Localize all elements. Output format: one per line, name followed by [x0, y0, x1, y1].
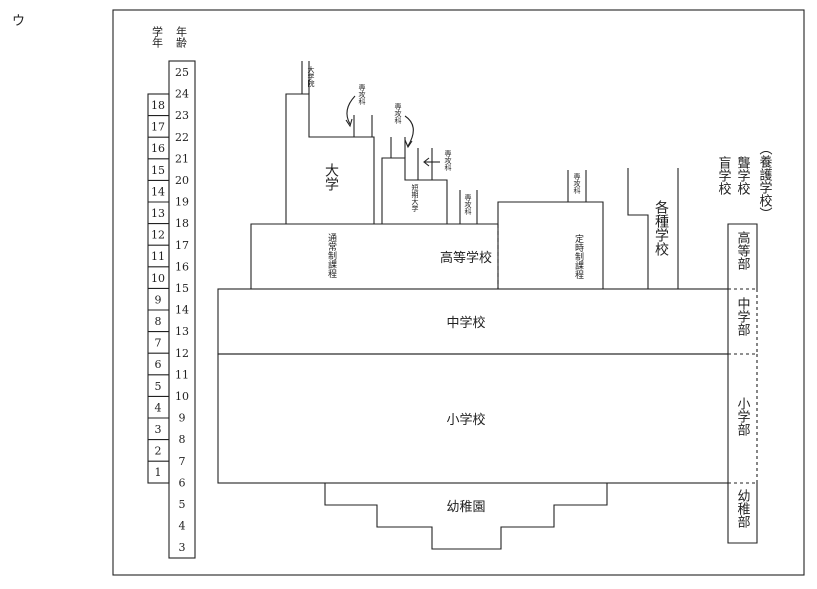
age-tick-label: 8	[179, 433, 186, 446]
diagram-frame	[112, 9, 805, 576]
senkoka-univ-label: 専攻科	[358, 83, 366, 106]
senkoka-parttime-label: 専攻科	[573, 172, 581, 195]
grade-tick-label: 3	[155, 423, 162, 436]
age-tick-label: 15	[175, 282, 189, 295]
grade-tick-label: 5	[155, 380, 162, 393]
middle-school-label: 中学校	[446, 315, 485, 331]
grade-tick-label: 13	[151, 207, 165, 220]
age-tick-label: 3	[179, 541, 186, 554]
age-tick-label: 20	[175, 174, 189, 187]
grade-tick-label: 9	[155, 293, 162, 306]
age-tick-label: 11	[175, 368, 189, 381]
kindergarten-block	[324, 483, 608, 550]
blind-school-label: 盲学校	[716, 155, 732, 195]
fulltime-course-label: 通常制課程	[326, 233, 337, 279]
arrow-senkoka-univ	[346, 95, 356, 125]
age-tick-label: 7	[179, 455, 186, 468]
deaf-school-label: 聾学校	[735, 155, 751, 195]
arrowhead-senkoka-jc	[404, 139, 413, 149]
age-tick-label: 5	[179, 498, 186, 511]
age-tick-label: 21	[175, 152, 189, 165]
elementary-block	[217, 353, 729, 484]
senkoka-jc2-label: 専攻科	[444, 149, 452, 172]
elementary-label: 小学校	[446, 412, 485, 428]
age-tick-label: 17	[175, 239, 189, 252]
special-middle-label: 中学部	[735, 297, 751, 336]
age-tick-label: 24	[175, 88, 189, 101]
arrowhead-senkoka-univ	[345, 118, 353, 128]
special-middle-block	[728, 289, 758, 355]
grade-tick-label: 17	[151, 121, 165, 134]
misc-school-block	[627, 168, 649, 289]
grade-tick-label: 10	[151, 272, 165, 285]
grade-tick-label: 15	[151, 164, 165, 177]
senkoka-jc-label: 専攻科	[394, 102, 402, 125]
special-high-block	[727, 223, 758, 289]
university-label: 大学	[323, 163, 339, 191]
junior-college-label: 短期大学	[411, 183, 419, 212]
junior-college-block	[381, 157, 448, 224]
age-tick-label: 4	[179, 520, 186, 533]
grade-tick-label: 12	[151, 229, 165, 242]
grade-tick-label: 2	[155, 445, 162, 458]
grade-header: 学年	[151, 25, 164, 48]
kindergarten-label: 幼稚園	[446, 500, 485, 515]
grade-tick-label: 1	[155, 466, 162, 479]
senkoka-hs-label: 専攻科	[464, 193, 472, 216]
age-header: 年齢	[175, 25, 188, 49]
age-tick-label: 23	[175, 109, 189, 122]
figure-label: ウ	[12, 14, 26, 29]
grade-scale-labels: 18 17 16 15 14 13 12 11 10 9 8 7 6 5 4 3 2 1	[151, 99, 165, 479]
age-tick-label: 10	[175, 390, 189, 403]
age-tick-label: 19	[175, 196, 189, 209]
grade-tick-label: 11	[151, 250, 165, 263]
age-tick-label: 14	[175, 304, 189, 317]
age-scale-labels: 25 24 23 22 21 20 19 18 17 16 15 14 13 12 11 10 9 8 7 6 5 4 3	[175, 66, 189, 554]
age-tick-label: 6	[179, 476, 186, 489]
parttime-block	[497, 201, 604, 289]
age-tick-label: 18	[175, 217, 189, 230]
grade-tick-label: 4	[155, 401, 162, 414]
care-school-label: （養護学校）	[757, 142, 773, 220]
high-school-block	[250, 223, 498, 289]
grade-tick-label: 8	[155, 315, 162, 328]
misc-school-label: 各種学校	[653, 200, 669, 256]
grade-tick-label: 7	[155, 337, 162, 350]
arrow-senkoka-jc	[404, 115, 414, 147]
graduate-label: 大学院	[307, 65, 315, 88]
high-school-label: 高等学校	[440, 250, 492, 266]
parttime-course-label: 定時制課程	[573, 233, 584, 280]
special-elementary-label: 小学部	[735, 397, 751, 436]
special-kinder-label: 幼稚部	[735, 489, 751, 528]
age-tick-label: 13	[175, 325, 189, 338]
age-tick-label: 25	[175, 66, 189, 79]
grade-tick-label: 16	[151, 142, 165, 155]
grade-tick-label: 6	[155, 358, 162, 371]
grade-tick-label: 14	[151, 185, 165, 198]
special-high-label: 高等部	[735, 230, 751, 270]
grade-tick-label: 18	[151, 99, 165, 112]
age-tick-label: 12	[175, 347, 189, 360]
age-tick-label: 22	[175, 131, 189, 144]
age-tick-label: 9	[179, 412, 186, 425]
age-tick-label: 16	[175, 260, 189, 273]
special-kinder-block	[727, 483, 758, 544]
special-elementary-block	[728, 354, 758, 484]
university-block	[285, 93, 375, 224]
arrowhead-senkoka-jc2	[423, 157, 430, 167]
grade-scale-ticks	[148, 115, 169, 462]
